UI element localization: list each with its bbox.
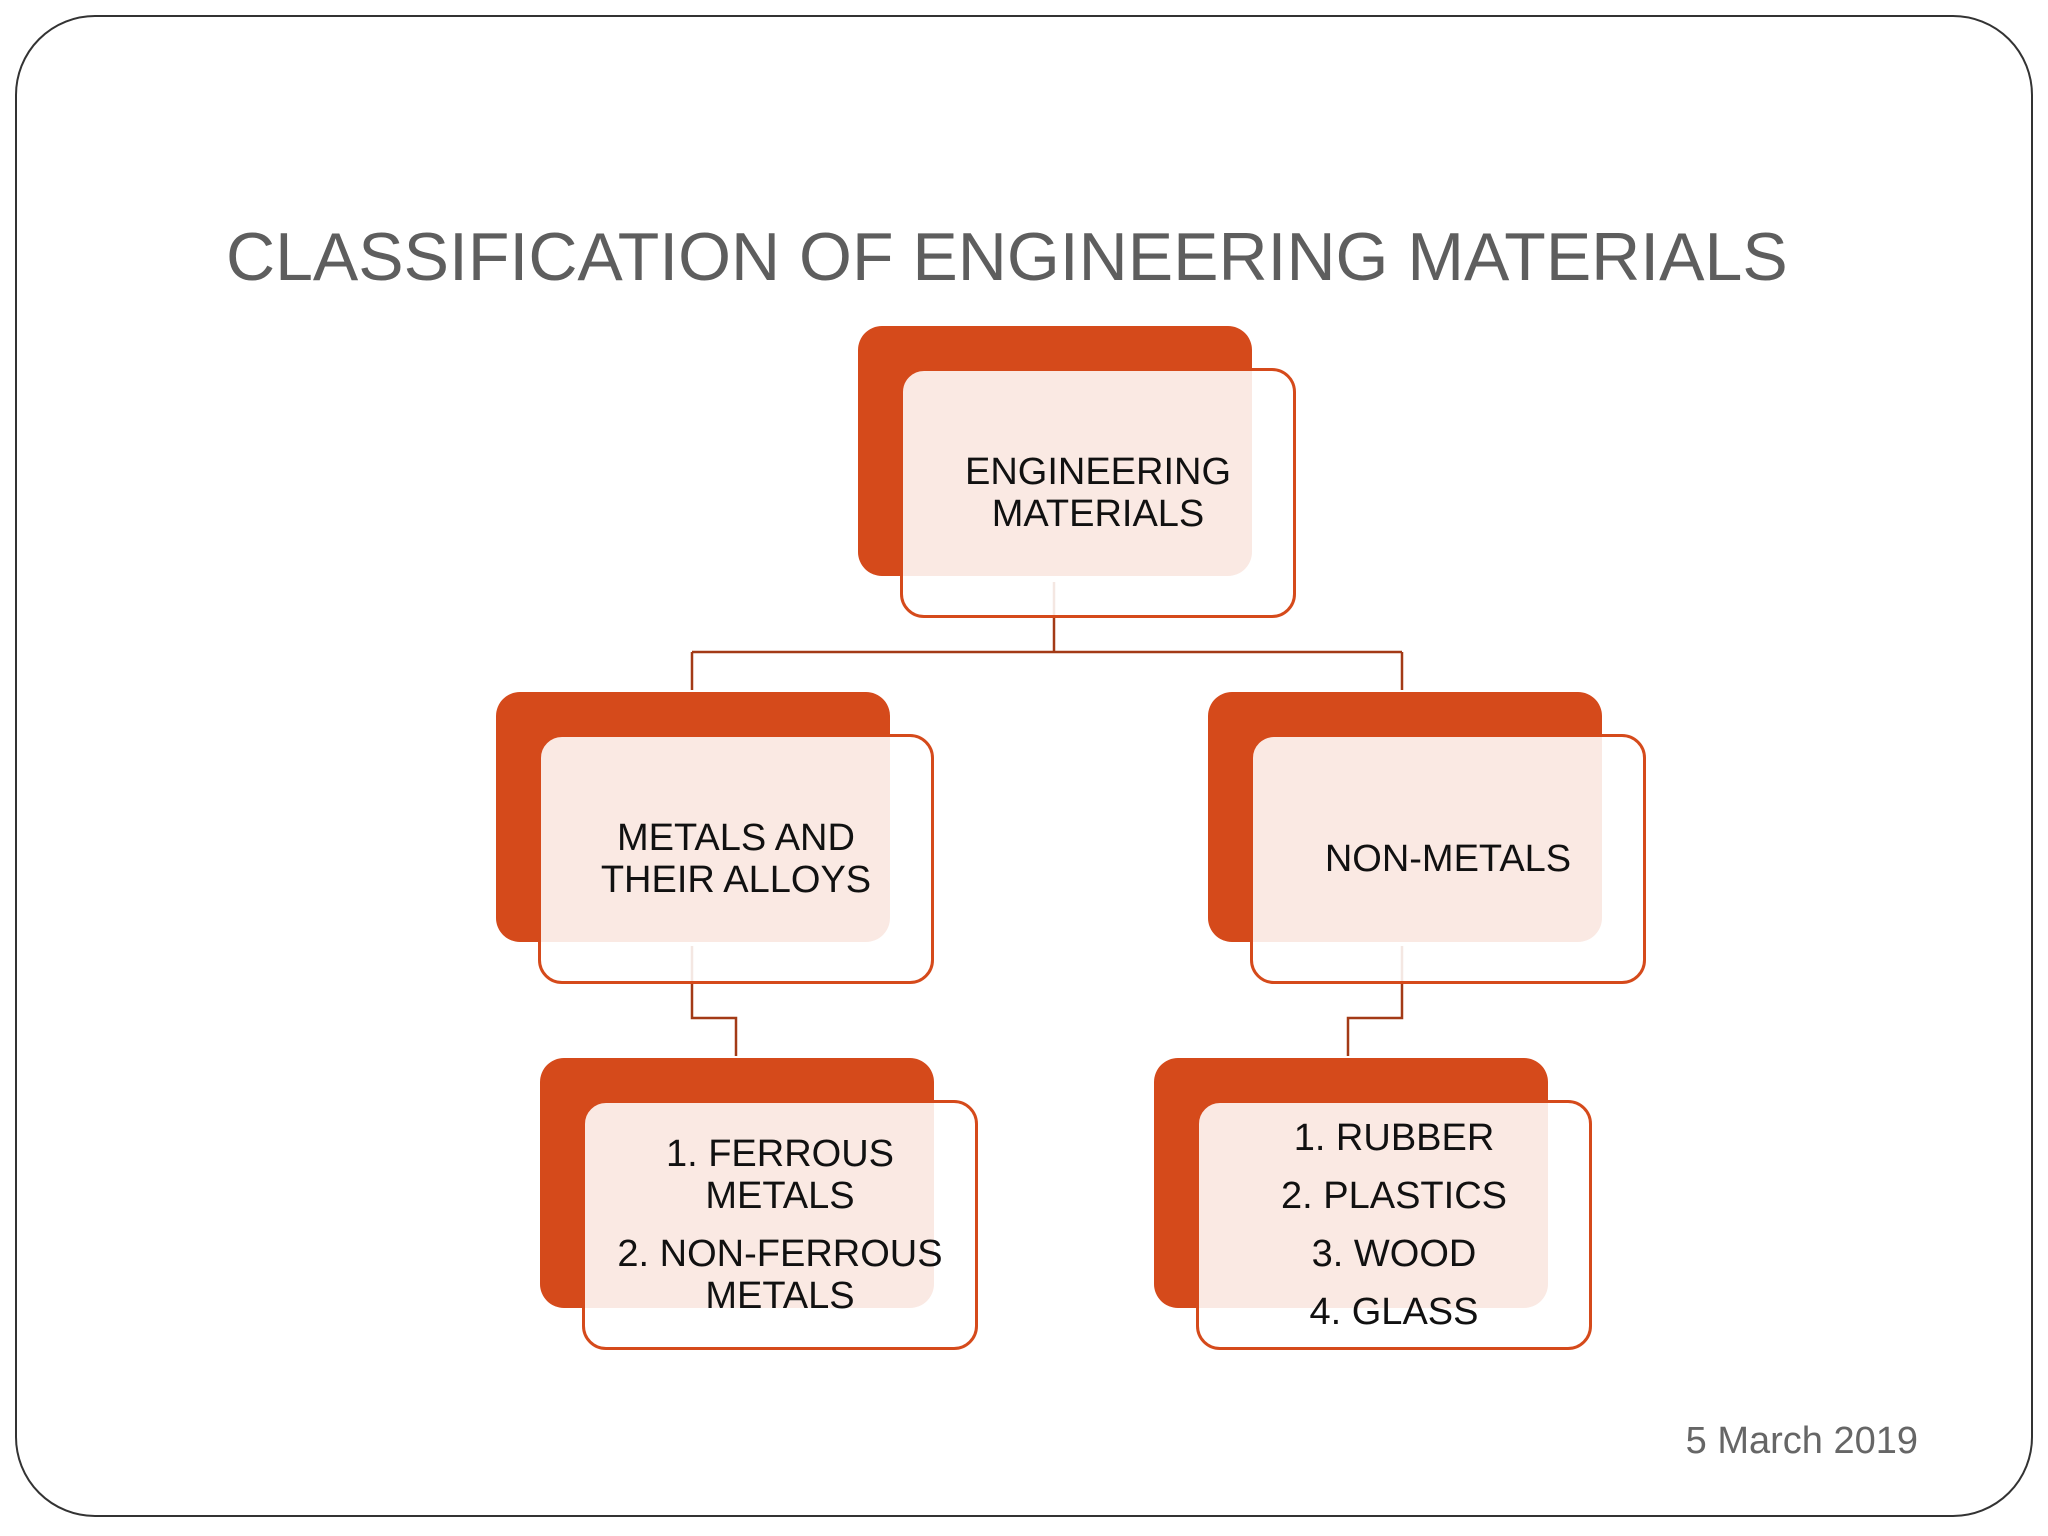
node-text-line: 3. WOOD: [1311, 1233, 1477, 1275]
slide-date: 5 March 2019: [1685, 1420, 1918, 1462]
node-text-line: 4. GLASS: [1309, 1291, 1479, 1333]
node-metal-types: 1. FERROUS METALS 2. NON-FERROUS METALS: [540, 1058, 980, 1350]
node-text-line: MATERIALS: [991, 493, 1205, 535]
node-text-line: THEIR ALLOYS: [600, 859, 872, 901]
node-text-line: METALS AND: [617, 817, 855, 859]
slide-frame: [15, 15, 2033, 1517]
node-label-box: ENGINEERING MATERIALS: [900, 368, 1296, 618]
node-text-line: 1. RUBBER: [1293, 1117, 1495, 1159]
node-label-box: 1. RUBBER 2. PLASTICS 3. WOOD 4. GLASS: [1196, 1100, 1592, 1350]
node-text-line: 2. NON-FERROUS: [617, 1233, 943, 1275]
node-label-box: NON-METALS: [1250, 734, 1646, 984]
node-label-box: 1. FERROUS METALS 2. NON-FERROUS METALS: [582, 1100, 978, 1350]
node-metals-and-alloys: METALS AND THEIR ALLOYS: [496, 692, 936, 984]
node-text-line: ENGINEERING: [964, 451, 1232, 493]
node-non-metals: NON-METALS: [1208, 692, 1648, 984]
node-text-line: METALS: [705, 1175, 855, 1217]
node-text-line: 2. PLASTICS: [1281, 1175, 1507, 1217]
node-text-line: NON-METALS: [1324, 838, 1572, 880]
node-label-box: METALS AND THEIR ALLOYS: [538, 734, 934, 984]
node-text-line: 1. FERROUS: [665, 1133, 895, 1175]
node-engineering-materials: ENGINEERING MATERIALS: [858, 326, 1298, 618]
slide-title: CLASSIFICATION OF ENGINEERING MATERIALS: [226, 219, 1788, 295]
node-text-line: METALS: [705, 1275, 855, 1317]
node-non-metal-types: 1. RUBBER 2. PLASTICS 3. WOOD 4. GLASS: [1154, 1058, 1594, 1350]
